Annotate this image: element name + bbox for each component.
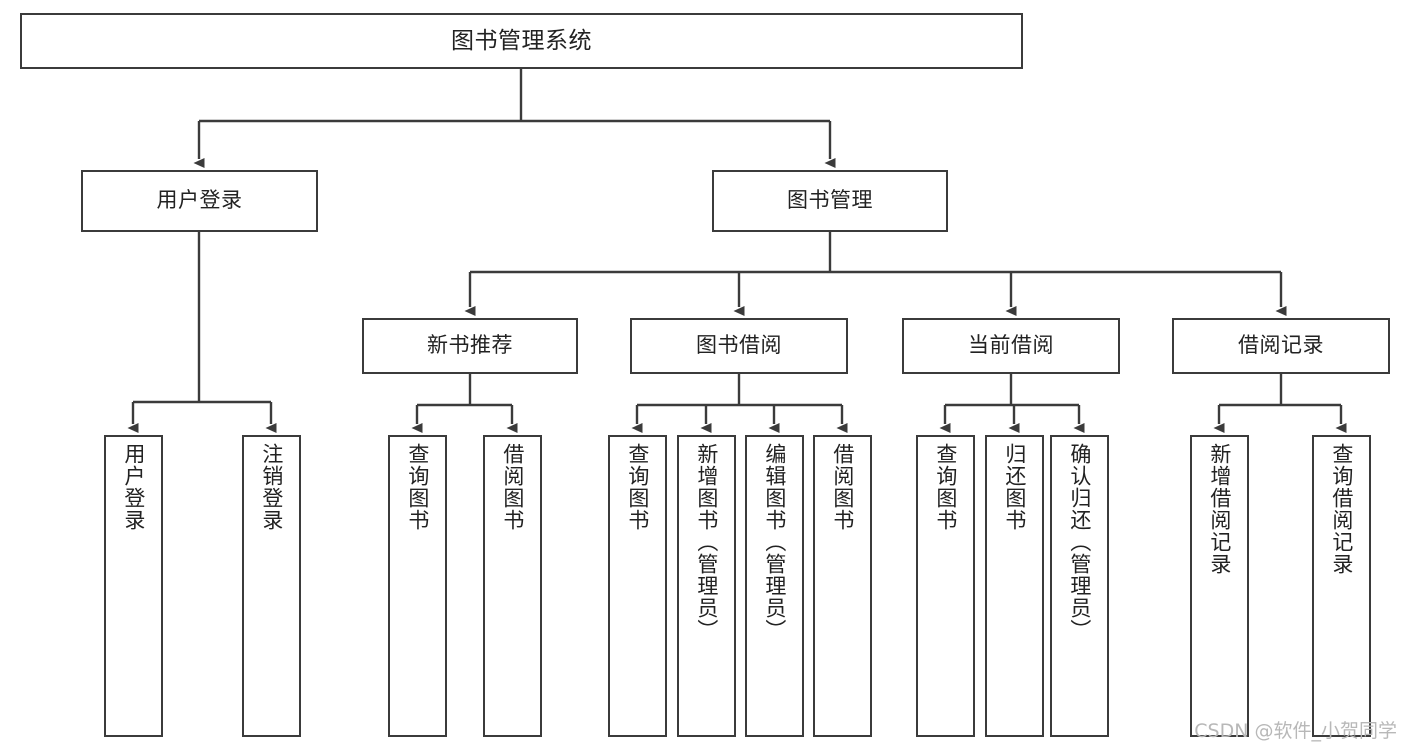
- node-leaf-add-borrow-record[interactable]: 新增借阅记录: [1190, 435, 1249, 737]
- watermark: CSDN @软件_小贺同学: [1194, 720, 1397, 742]
- node-book-manage[interactable]: 图书管理: [712, 170, 948, 232]
- node-label: 借阅图书: [830, 443, 855, 531]
- node-leaf-borrow-book-1[interactable]: 借阅图书: [483, 435, 542, 737]
- node-leaf-query-book-2[interactable]: 查询图书: [608, 435, 667, 737]
- node-label: 查询图书: [405, 443, 430, 531]
- node-book-borrow[interactable]: 图书借阅: [630, 318, 848, 374]
- node-leaf-confirm-return[interactable]: 确认归还（管理员）: [1050, 435, 1109, 737]
- node-label: 新增图书（管理员）: [694, 443, 719, 641]
- node-label: 查询借阅记录: [1329, 443, 1354, 575]
- node-label: 确认归还（管理员）: [1067, 443, 1092, 641]
- node-label: 编辑图书（管理员）: [762, 443, 787, 641]
- node-label: 图书借阅: [696, 333, 782, 358]
- node-label: 用户登录: [156, 188, 243, 213]
- node-label: 图书管理系统: [451, 27, 592, 54]
- node-leaf-logout[interactable]: 注销登录: [242, 435, 301, 737]
- node-label: 查询图书: [625, 443, 650, 531]
- node-current-borrow[interactable]: 当前借阅: [902, 318, 1120, 374]
- node-label: 新增借阅记录: [1207, 443, 1232, 575]
- node-root[interactable]: 图书管理系统: [20, 13, 1023, 69]
- node-user-login[interactable]: 用户登录: [81, 170, 318, 232]
- node-label: 用户登录: [121, 443, 146, 531]
- node-borrow-record[interactable]: 借阅记录: [1172, 318, 1390, 374]
- node-label: 注销登录: [259, 443, 284, 531]
- node-leaf-edit-book[interactable]: 编辑图书（管理员）: [745, 435, 804, 737]
- node-leaf-return-book[interactable]: 归还图书: [985, 435, 1044, 737]
- node-leaf-borrow-book-2[interactable]: 借阅图书: [813, 435, 872, 737]
- node-label: 新书推荐: [427, 333, 513, 358]
- node-label: 当前借阅: [968, 333, 1054, 358]
- node-label: 查询图书: [933, 443, 958, 531]
- node-leaf-query-borrow-record[interactable]: 查询借阅记录: [1312, 435, 1371, 737]
- node-leaf-query-book-3[interactable]: 查询图书: [916, 435, 975, 737]
- node-label: 借阅记录: [1238, 333, 1324, 358]
- node-label: 归还图书: [1002, 443, 1027, 531]
- node-label: 借阅图书: [500, 443, 525, 531]
- node-new-book-recommend[interactable]: 新书推荐: [362, 318, 578, 374]
- node-leaf-query-book-1[interactable]: 查询图书: [388, 435, 447, 737]
- node-leaf-user-login[interactable]: 用户登录: [104, 435, 163, 737]
- node-label: 图书管理: [787, 188, 873, 213]
- node-leaf-add-book[interactable]: 新增图书（管理员）: [677, 435, 736, 737]
